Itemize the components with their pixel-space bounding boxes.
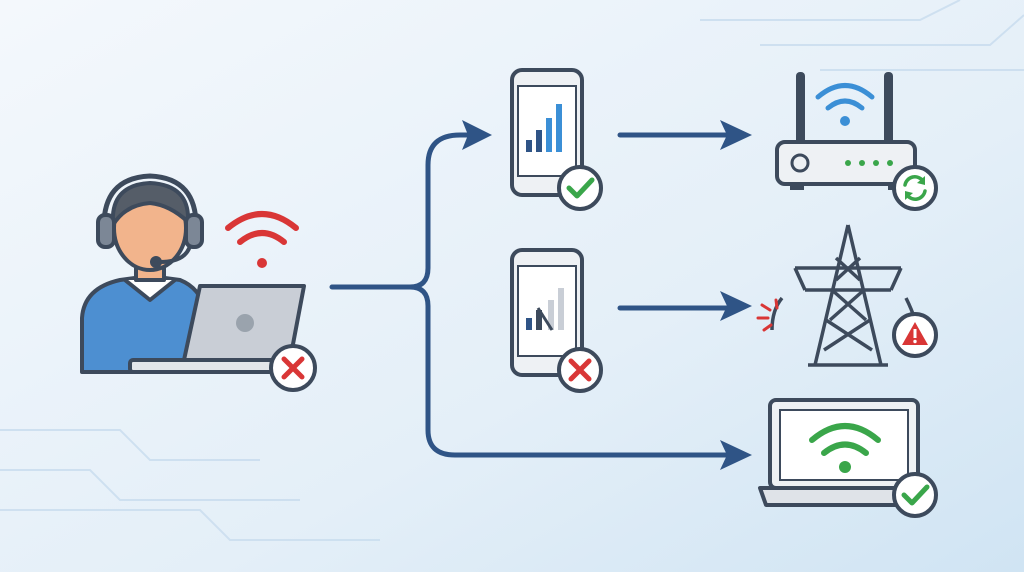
check-icon [557, 165, 603, 211]
flow-arrows [329, 132, 733, 458]
check-icon [892, 472, 938, 518]
branch-arrow-bottom [407, 284, 733, 458]
arrowheads [462, 120, 752, 470]
circuit-decoration [0, 0, 1024, 541]
support-agent-headset-icon [80, 173, 207, 374]
broken-wire-spark-icon [756, 298, 779, 332]
power-transmission-tower-icon [770, 224, 917, 367]
laptop-wifi-green-icon [758, 398, 932, 507]
wifi-router-icon [775, 72, 917, 190]
smartphone-weak-signal-icon [510, 248, 584, 377]
refresh-icon [892, 165, 938, 211]
wifi-weak-red-icon [225, 211, 299, 268]
error-icon [557, 347, 603, 393]
warning-icon [892, 312, 938, 358]
smartphone-strong-signal-icon [510, 68, 584, 197]
error-icon [269, 344, 317, 392]
